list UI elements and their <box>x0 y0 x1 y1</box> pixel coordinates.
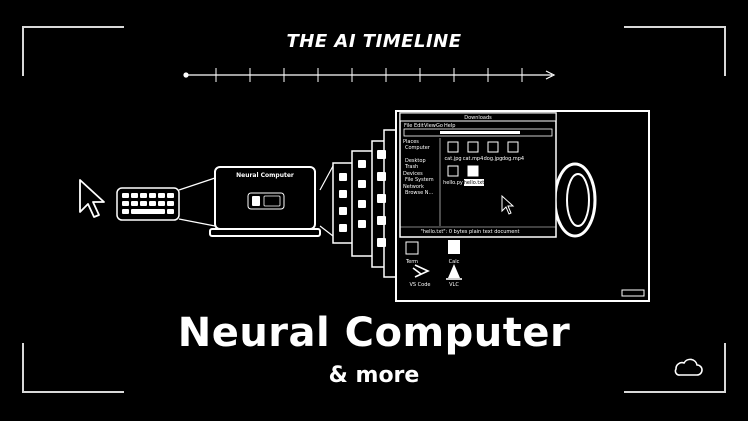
file-cat-mp4: cat.mp4 <box>463 156 484 162</box>
file-dog-mp4: dog.mp4 <box>502 156 524 162</box>
svg-text:VLC: VLC <box>449 282 459 288</box>
file-cat-jpg: cat.jpg <box>444 156 461 162</box>
frame-corner-top-left <box>22 26 124 76</box>
menu-help: Help <box>444 123 455 129</box>
desktop-icon-vlc: VLC <box>446 264 462 288</box>
network-header: Network <box>403 184 424 190</box>
subtitle: & more <box>328 363 420 388</box>
mouse-pointer-icon <box>501 194 515 215</box>
place-computer: Computer <box>405 145 431 151</box>
frame-corner-bottom-left <box>22 343 124 393</box>
menu-go: Go <box>436 123 443 129</box>
svg-text:Term: Term <box>405 259 418 265</box>
device-filesystem: File System <box>405 177 434 183</box>
network-browse: Browse N... <box>405 190 434 196</box>
desktop-icon-vscode: VS Code <box>410 264 431 288</box>
svg-text:Calc: Calc <box>449 259 460 265</box>
timeline-arrowhead <box>545 70 556 80</box>
file-hello-py: hello.py <box>443 180 463 186</box>
devices-header: Devices <box>403 171 423 177</box>
place-desktop: Desktop <box>405 158 426 164</box>
cloud-icon <box>674 358 703 376</box>
menu-view: View <box>424 123 436 129</box>
svg-text:VS Code: VS Code <box>410 282 431 288</box>
keyboard-icon <box>116 187 180 221</box>
status-bar: "hello.txt": 0 bytes plain text document <box>421 229 520 235</box>
timeline-start-dot <box>183 72 189 78</box>
frame-corner-bottom-right <box>624 343 726 393</box>
menu-edit: Edit <box>414 123 424 129</box>
menu-file: File <box>404 123 412 129</box>
places-header: Places <box>403 139 419 145</box>
place-trash: Trash <box>404 164 418 170</box>
laptop-label: Neural Computer <box>236 172 294 179</box>
timeline-title: THE AI TIMELINE <box>286 31 462 52</box>
desktop-icon-term: Term <box>405 241 419 265</box>
main-title: Neural Computer <box>177 310 571 356</box>
window-title: Downloads <box>464 115 492 121</box>
file-manager-window: Downloads File Edit View Go Help Places … <box>399 112 557 238</box>
mouse-cursor-icon <box>79 179 105 218</box>
file-dog-jpg: dog.jpg <box>484 156 503 162</box>
timeline-axis <box>183 68 556 82</box>
frame-corner-top-right <box>624 26 726 76</box>
file-hello-txt: hello.txt <box>464 180 485 186</box>
desktop-icon-calc: Calc <box>448 240 460 265</box>
laptop-icon: Neural Computer <box>209 166 321 237</box>
